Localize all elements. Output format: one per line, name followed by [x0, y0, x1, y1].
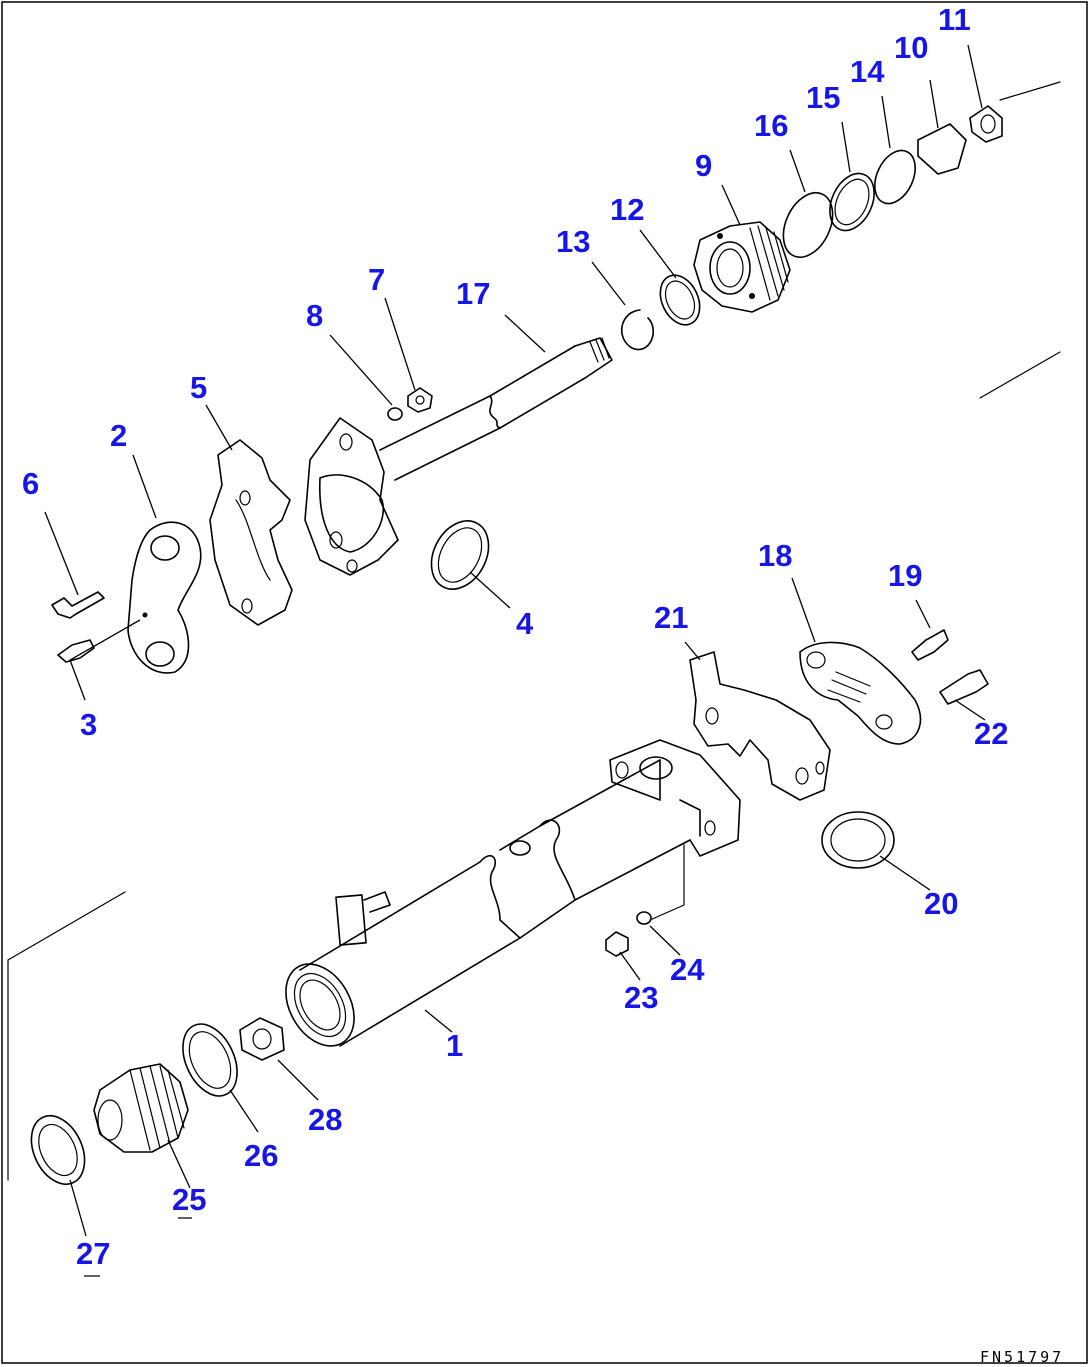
- bushing-part-10: [917, 123, 967, 175]
- piston-part-25: [93, 1063, 189, 1153]
- rings-and-seals: [30, 105, 1003, 1185]
- callout-23: 23: [624, 980, 658, 1015]
- nut-part-23: [605, 931, 629, 957]
- callout-12: 12: [610, 192, 644, 227]
- callout-24: 24: [670, 952, 705, 987]
- callout-25: 25: [172, 1182, 206, 1217]
- callout-15: 15: [806, 80, 840, 115]
- callout-19: 19: [888, 558, 922, 593]
- callout-21: 21: [654, 600, 688, 635]
- callout-4: 4: [516, 606, 534, 641]
- small-hardware: [51, 387, 989, 1061]
- cap-part-2: [127, 521, 202, 674]
- callout-7: 7: [368, 262, 385, 297]
- o-ring-part-16: [782, 192, 834, 258]
- nut-part-28: [239, 1017, 285, 1061]
- callout-8: 8: [306, 298, 323, 333]
- callout-22: 22: [974, 716, 1008, 751]
- drawing-code: FN51797: [980, 1348, 1064, 1366]
- cylinder-head-part-9: [693, 221, 791, 313]
- callout-10: 10: [894, 30, 928, 65]
- reference-lines: [7, 81, 1061, 1181]
- callout-14: 14: [850, 54, 885, 89]
- callout-28: 28: [308, 1102, 342, 1137]
- shim-part-5: [209, 439, 293, 626]
- callout-11: 11: [938, 2, 971, 37]
- callout-9: 9: [695, 148, 712, 183]
- ring-part-27: [30, 1115, 86, 1185]
- callout-6: 6: [22, 466, 39, 501]
- bolt-part-6: [51, 591, 105, 619]
- callout-3: 3: [80, 707, 97, 742]
- cap-part-18: [799, 641, 922, 745]
- callout-20: 20: [924, 886, 958, 921]
- callout-labels: 1 2 3 4 5 6 7 8 9 10 11 12 13 14 15 16 1…: [22, 2, 1008, 1271]
- dust-seal-part-11: [969, 105, 1003, 143]
- nut-part-7: [407, 387, 433, 413]
- snap-ring-part-13: [620, 309, 654, 351]
- callout-13: 13: [556, 224, 590, 259]
- piston-rod-part-17: [304, 337, 613, 576]
- shim-part-21: [689, 651, 831, 801]
- washer-part-24: [636, 911, 652, 925]
- callout-27: 27: [76, 1236, 110, 1271]
- grease-fitting-part-19: [911, 629, 949, 661]
- callout-2: 2: [110, 418, 127, 453]
- leader-lines: [44, 44, 986, 1277]
- washer-part-8: [387, 407, 403, 421]
- cylinder-tube-part-1: [285, 739, 741, 1047]
- ring-part-14: [874, 149, 916, 205]
- callout-18: 18: [758, 538, 792, 573]
- backup-ring-part-15: [829, 172, 875, 232]
- ring-part-26: [182, 1023, 238, 1097]
- seal-part-20: [821, 811, 895, 869]
- bolt-part-22: [939, 669, 989, 705]
- callout-5: 5: [190, 370, 207, 405]
- callout-16: 16: [754, 108, 788, 143]
- callout-1: 1: [446, 1028, 463, 1063]
- seal-part-4: [430, 520, 490, 590]
- callout-26: 26: [244, 1138, 278, 1173]
- grease-fitting-part-3: [57, 639, 95, 663]
- callout-17: 17: [456, 276, 490, 311]
- bushing-part-12: [659, 274, 701, 326]
